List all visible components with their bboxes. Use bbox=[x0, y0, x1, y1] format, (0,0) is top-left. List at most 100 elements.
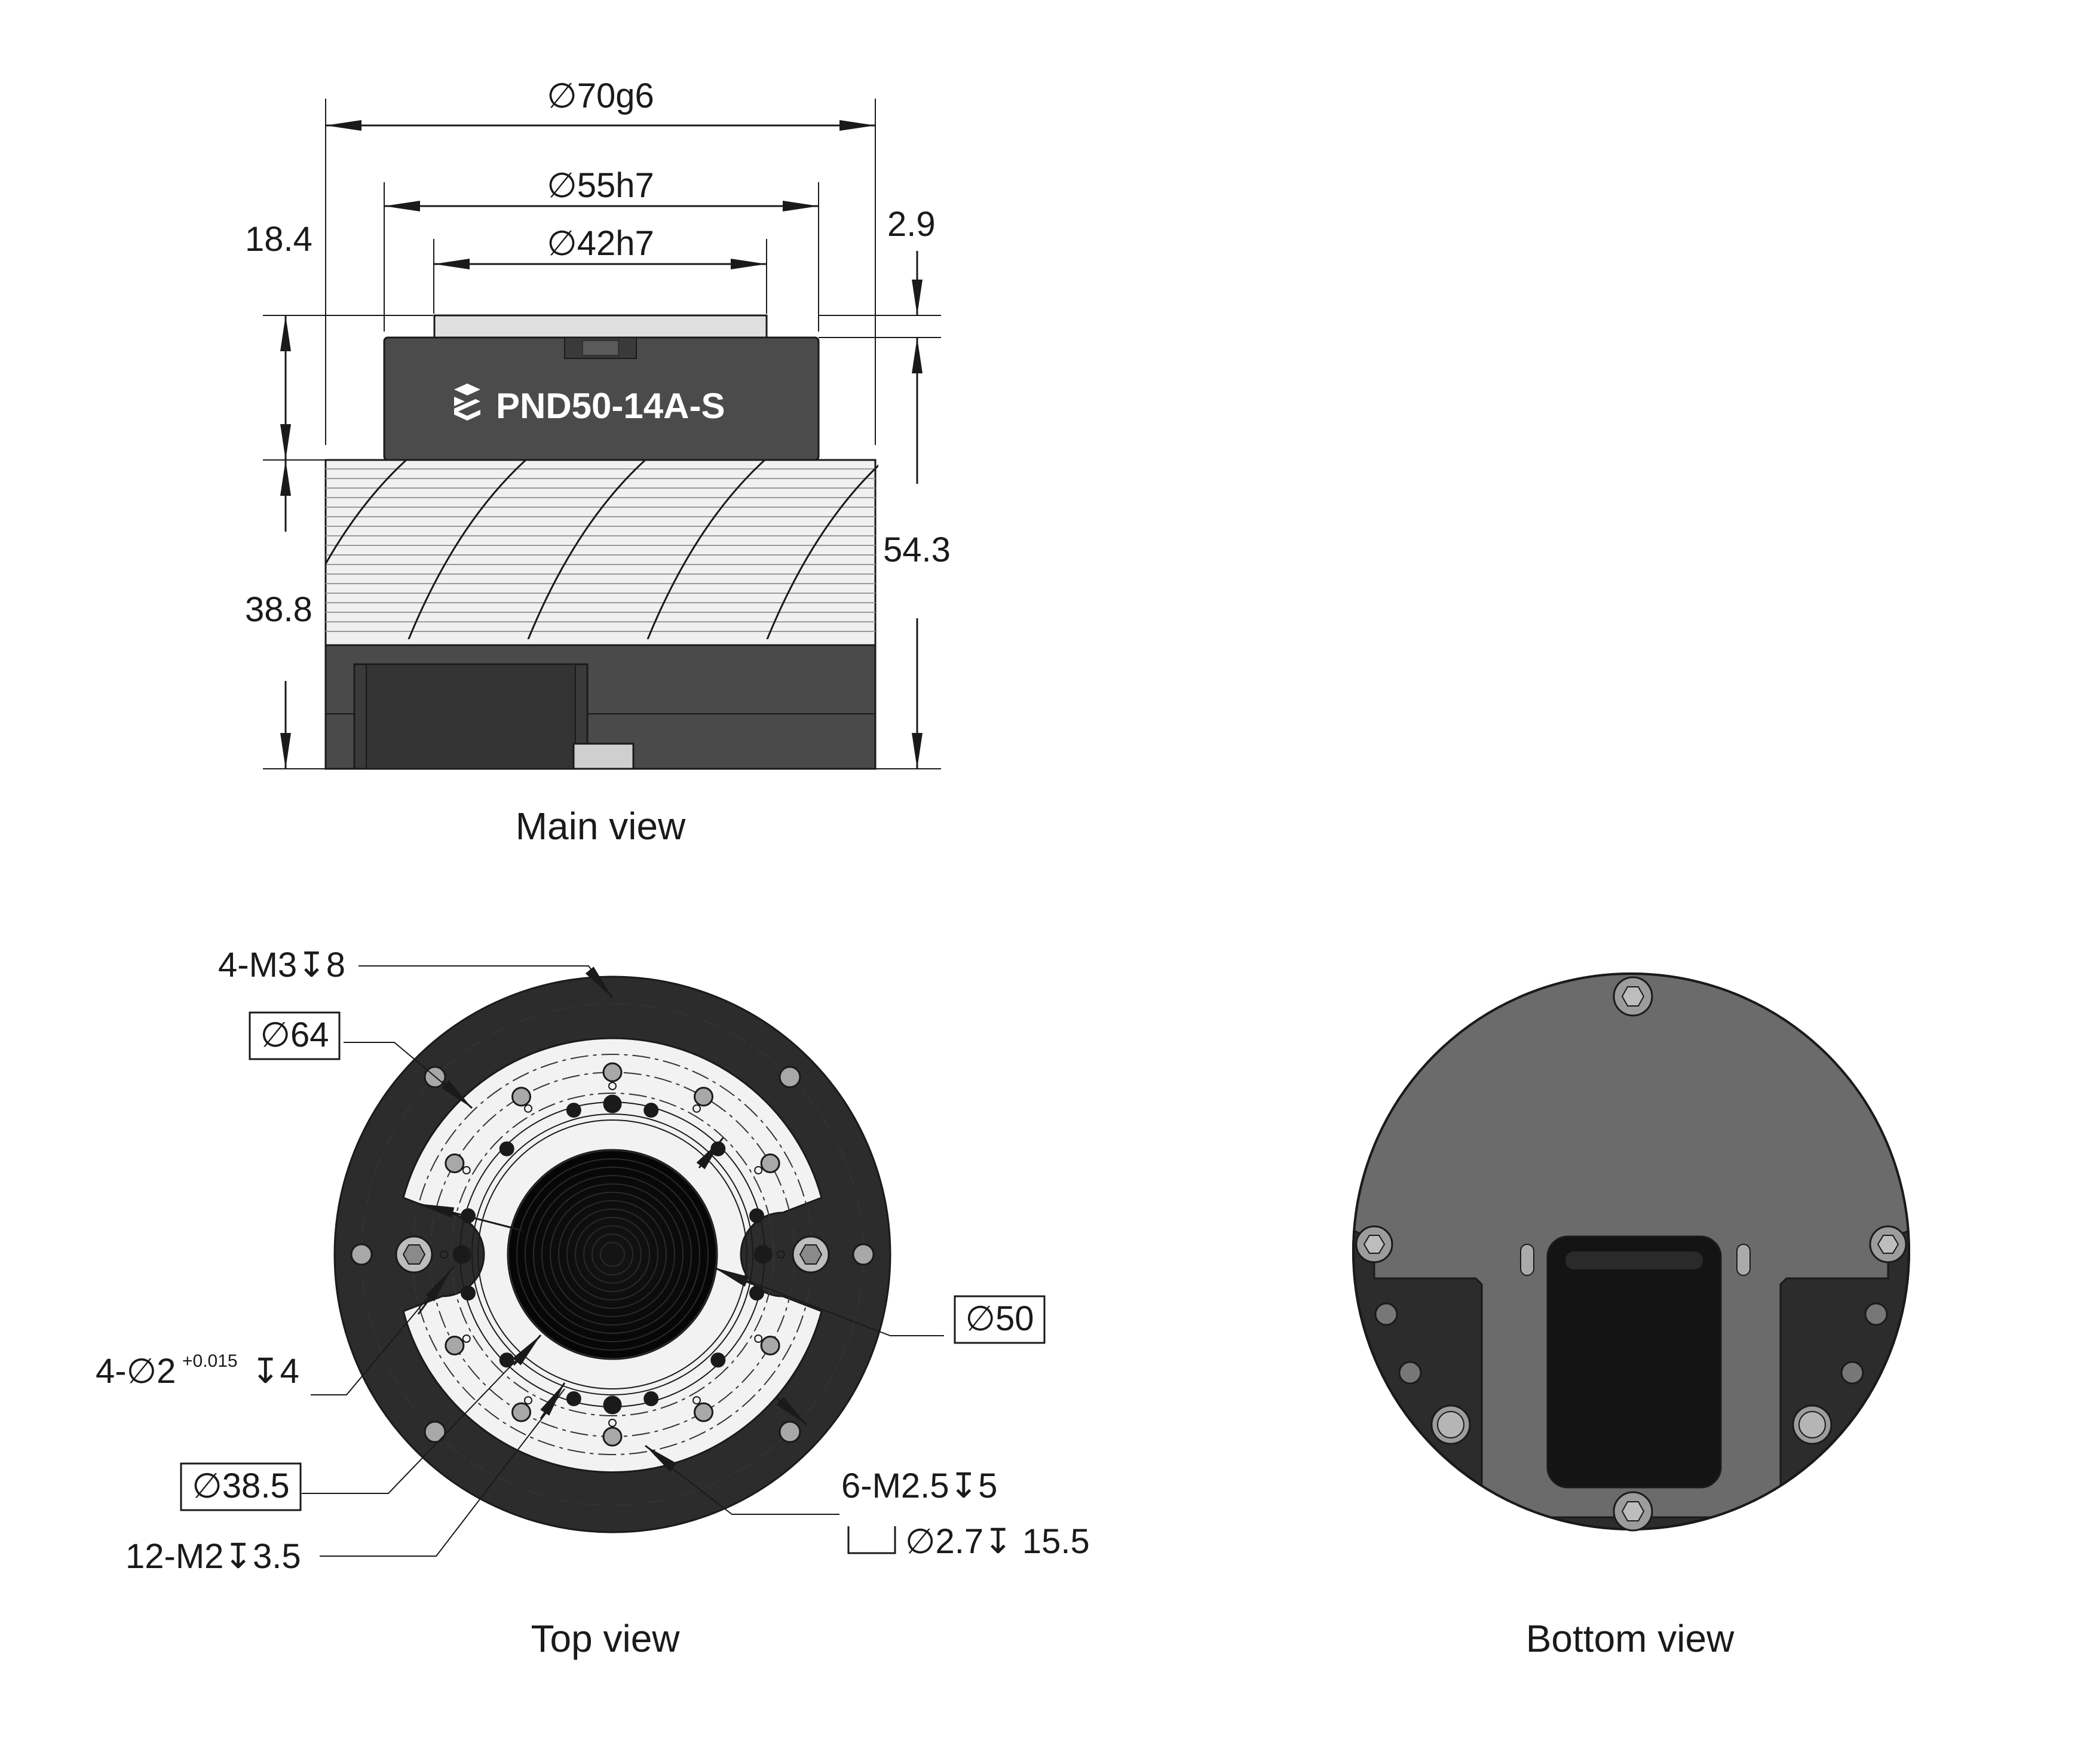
callout-d64-box bbox=[249, 1011, 341, 1060]
top-view: 4-M3↧8 ∅64 ∅50 4-∅2 +0.015 ↧4 ∅38.5 12-M… bbox=[96, 946, 1090, 1660]
dim-d70: ∅70g6 bbox=[547, 76, 654, 115]
hole bbox=[603, 1094, 622, 1113]
bore-ring bbox=[583, 1225, 642, 1284]
dim-d42: ∅42h7 bbox=[547, 224, 654, 263]
callout-d50: ∅50 bbox=[965, 1299, 1034, 1338]
pin-hole bbox=[692, 1396, 701, 1405]
pin-hole bbox=[440, 1250, 448, 1259]
hole bbox=[602, 1426, 623, 1447]
hole bbox=[445, 1153, 465, 1173]
hex-socket-screw-icon bbox=[1355, 1225, 1393, 1263]
mounting-holes bbox=[350, 1062, 875, 1447]
counterbore-symbol-icon bbox=[847, 1526, 896, 1554]
pin-hole bbox=[524, 1104, 532, 1113]
hole bbox=[499, 1141, 514, 1156]
hole bbox=[350, 1243, 373, 1266]
bore-ring bbox=[541, 1183, 684, 1326]
bore-rings bbox=[508, 1150, 717, 1359]
pin-hole bbox=[754, 1166, 763, 1174]
hex-socket-screw-icon bbox=[1613, 1491, 1653, 1532]
bore-ring bbox=[533, 1175, 692, 1334]
hole bbox=[753, 1245, 773, 1264]
dim-h18-4: 18.4 bbox=[245, 220, 312, 259]
callout-d50-box bbox=[954, 1295, 1046, 1344]
helix-line bbox=[646, 460, 766, 639]
hole bbox=[643, 1103, 659, 1118]
main-view-caption: Main view bbox=[516, 805, 686, 848]
hole bbox=[760, 1336, 780, 1355]
hole bbox=[452, 1245, 471, 1264]
pin-hole bbox=[754, 1334, 763, 1343]
hole bbox=[749, 1208, 764, 1223]
pin-hole bbox=[608, 1419, 617, 1427]
pin-hole bbox=[462, 1334, 471, 1343]
hole bbox=[694, 1087, 713, 1107]
helix-line bbox=[326, 460, 407, 566]
callout-counterbore: ∅2.7↧ 15.5 bbox=[905, 1522, 1090, 1561]
top-view-caption: Top view bbox=[531, 1617, 681, 1660]
hole bbox=[603, 1395, 622, 1415]
pin-hole bbox=[777, 1250, 785, 1259]
dim-h54-3: 54.3 bbox=[883, 530, 951, 569]
bore-ring bbox=[525, 1167, 700, 1342]
housing-ribs bbox=[326, 460, 878, 639]
dim-d55: ∅55h7 bbox=[547, 166, 654, 205]
callout-m2: 12-M2↧3.5 bbox=[125, 1537, 301, 1576]
logo-icon bbox=[454, 384, 480, 421]
connector-port bbox=[572, 743, 635, 770]
callout-pin-tolerance: +0.015 bbox=[182, 1351, 238, 1371]
hex-socket-screw-icon bbox=[1869, 1225, 1907, 1263]
pin-hole bbox=[462, 1166, 471, 1174]
bottom-connector-recess bbox=[1546, 1235, 1722, 1489]
bottom-view: Bottom view bbox=[1352, 972, 1910, 1660]
hole bbox=[694, 1402, 713, 1422]
bore-ring bbox=[558, 1200, 667, 1309]
pin-hole bbox=[608, 1082, 617, 1090]
output-flange bbox=[433, 314, 768, 339]
bore-ring bbox=[592, 1234, 633, 1275]
callout-m3: 4-M3↧8 bbox=[218, 946, 345, 984]
callout-m2-5: 6-M2.5↧5 bbox=[841, 1467, 997, 1505]
callout-d38-5-box bbox=[180, 1462, 302, 1511]
hole bbox=[511, 1087, 531, 1107]
helix-line bbox=[407, 460, 527, 639]
hole bbox=[749, 1286, 764, 1301]
hole bbox=[779, 1421, 801, 1443]
hole bbox=[566, 1391, 581, 1406]
hex-socket-screw-icon bbox=[1613, 976, 1653, 1017]
housing bbox=[324, 459, 877, 646]
helix-line bbox=[527, 460, 646, 639]
bore-ring bbox=[575, 1217, 650, 1292]
main-view: ∅70g6 ∅55h7 ∅42h7 18.4 38.8 2.9 54.3 bbox=[245, 76, 951, 848]
bore-ring bbox=[550, 1192, 675, 1317]
hole bbox=[710, 1352, 726, 1368]
hole bbox=[852, 1243, 875, 1266]
hole bbox=[461, 1286, 476, 1301]
hex-socket-screw-icon bbox=[792, 1235, 830, 1274]
dim-h38-8: 38.8 bbox=[245, 590, 312, 629]
model-label: PND50-14A-S bbox=[496, 386, 725, 426]
bore-ring bbox=[600, 1242, 625, 1267]
callout-d38-5: ∅38.5 bbox=[192, 1467, 289, 1505]
hole bbox=[511, 1402, 531, 1422]
bore-ring bbox=[566, 1208, 658, 1300]
hole bbox=[566, 1103, 581, 1118]
callout-pin: 4-∅2 bbox=[96, 1352, 176, 1391]
pin-hole bbox=[524, 1396, 532, 1405]
pin-hole bbox=[692, 1104, 701, 1113]
hole bbox=[760, 1153, 780, 1173]
hole bbox=[602, 1062, 623, 1082]
dim-h2-9: 2.9 bbox=[887, 205, 936, 244]
hex-socket-screw-icon bbox=[395, 1235, 433, 1274]
hole bbox=[779, 1066, 801, 1088]
bottom-view-caption: Bottom view bbox=[1526, 1617, 1735, 1660]
callout-pin-depth: ↧4 bbox=[251, 1352, 299, 1391]
callout-d64: ∅64 bbox=[260, 1016, 329, 1054]
hole bbox=[445, 1336, 465, 1355]
bore-ring bbox=[516, 1158, 709, 1351]
hole bbox=[424, 1421, 446, 1443]
helix-line bbox=[766, 464, 878, 639]
bore-ring bbox=[508, 1150, 717, 1359]
hole bbox=[643, 1391, 659, 1406]
